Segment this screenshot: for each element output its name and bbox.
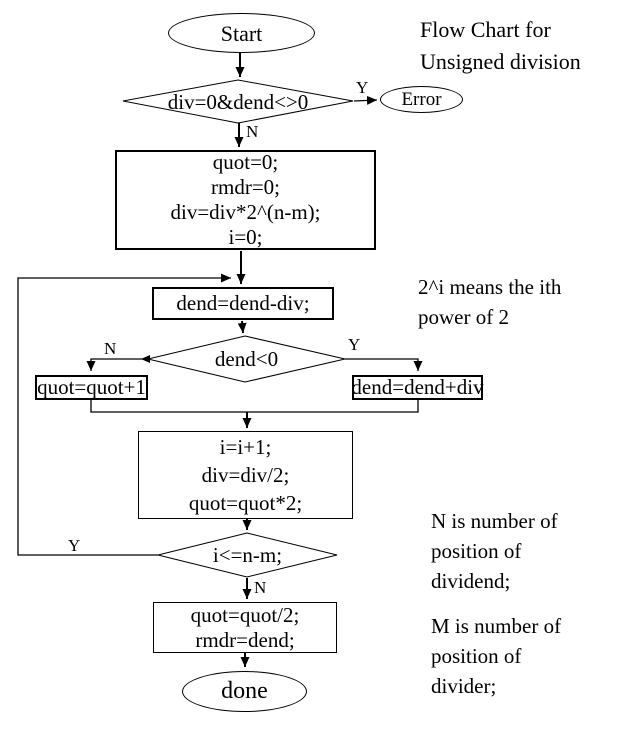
check-error-decision: div=0&dend<>0	[123, 81, 353, 123]
subtract-label: dend=dend-div;	[176, 291, 310, 315]
check-loop-decision: i<=n-m;	[158, 534, 337, 576]
init-line: div=div*2^(n-m);	[170, 200, 321, 224]
shift-line: i=i+1;	[219, 435, 272, 459]
restore-dend-process-box: dend=dend+div	[351, 375, 484, 400]
chart-title-line: Unsigned division	[420, 49, 581, 74]
branch-label-error-yes: Y	[356, 78, 369, 97]
shift-line: div=div/2;	[201, 463, 290, 487]
error-terminator: Error	[380, 86, 463, 113]
decision-shapes	[122, 79, 354, 578]
divider-note-line: M is number of	[431, 614, 562, 638]
divider-note: M is number of position of divider;	[431, 611, 561, 701]
init-line: quot=0;	[212, 150, 279, 174]
connector-check-error-to-error	[353, 95, 378, 105]
negative-no-branch-tip	[141, 355, 150, 363]
dividend-note-line: dividend;	[431, 569, 511, 593]
restore-dend-label: dend=dend+div	[351, 375, 484, 399]
check-loop-label: i<=n-m;	[212, 542, 283, 567]
done-terminator: done	[182, 671, 307, 712]
connector-negative-no-branch	[86, 358, 148, 371]
subtract-process-box: dend=dend-div;	[152, 287, 334, 320]
start-terminator: Start	[168, 13, 315, 53]
connector-subtract-to-check-negative	[237, 320, 247, 334]
init-line: i=0;	[228, 225, 263, 249]
power-note-line: 2^i means the ith	[418, 275, 562, 299]
final-process-box: quot=quot/2; rmdr=dend;	[153, 602, 337, 653]
branch-label-error-no: N	[246, 122, 259, 141]
shift-process-box: i=i+1; div=div/2; quot=quot*2;	[138, 431, 353, 519]
chart-title: Flow Chart for Unsigned division	[420, 14, 581, 78]
start-label: Start	[220, 20, 263, 46]
connector-loop-back	[17, 273, 231, 556]
check-negative-diamond-shape	[147, 335, 346, 383]
increment-quot-process-box: quot=quot+1	[35, 375, 148, 400]
error-label: Error	[401, 89, 442, 110]
final-line: rmdr=dend;	[195, 627, 295, 652]
divider-note-line: position of	[431, 644, 522, 668]
check-loop-diamond-shape	[157, 532, 338, 578]
final-line: quot=quot/2;	[190, 602, 300, 627]
increment-quot-label: quot=quot+1	[37, 375, 146, 399]
connector-branch-merge	[90, 400, 419, 413]
dividend-note-line: N is number of	[431, 509, 558, 533]
power-note-line: power of 2	[418, 305, 509, 329]
flow-connectors	[17, 53, 423, 667]
branch-label-loop-no: N	[254, 578, 267, 597]
shift-line: quot=quot*2;	[188, 491, 303, 515]
dividend-note-line: position of	[431, 539, 522, 563]
chart-title-line: Flow Chart for	[420, 17, 551, 42]
branch-label-negative-yes: Y	[348, 335, 361, 354]
branch-label-negative-no: N	[104, 339, 117, 358]
dividend-note: N is number of position of dividend;	[431, 506, 558, 596]
check-negative-decision: dend<0	[148, 337, 345, 381]
connector-negative-yes-branch	[345, 358, 423, 371]
init-process-box: quot=0; rmdr=0; div=div*2^(n-m); i=0;	[115, 150, 376, 250]
branch-label-loop-yes: Y	[68, 536, 81, 555]
check-negative-label: dend<0	[214, 346, 279, 371]
power-note: 2^i means the ith power of 2	[418, 272, 561, 332]
check-error-label: div=0&dend<>0	[167, 89, 309, 114]
divider-note-line: divider;	[431, 674, 497, 698]
done-label: done	[221, 678, 268, 704]
init-line: rmdr=0;	[211, 175, 280, 199]
